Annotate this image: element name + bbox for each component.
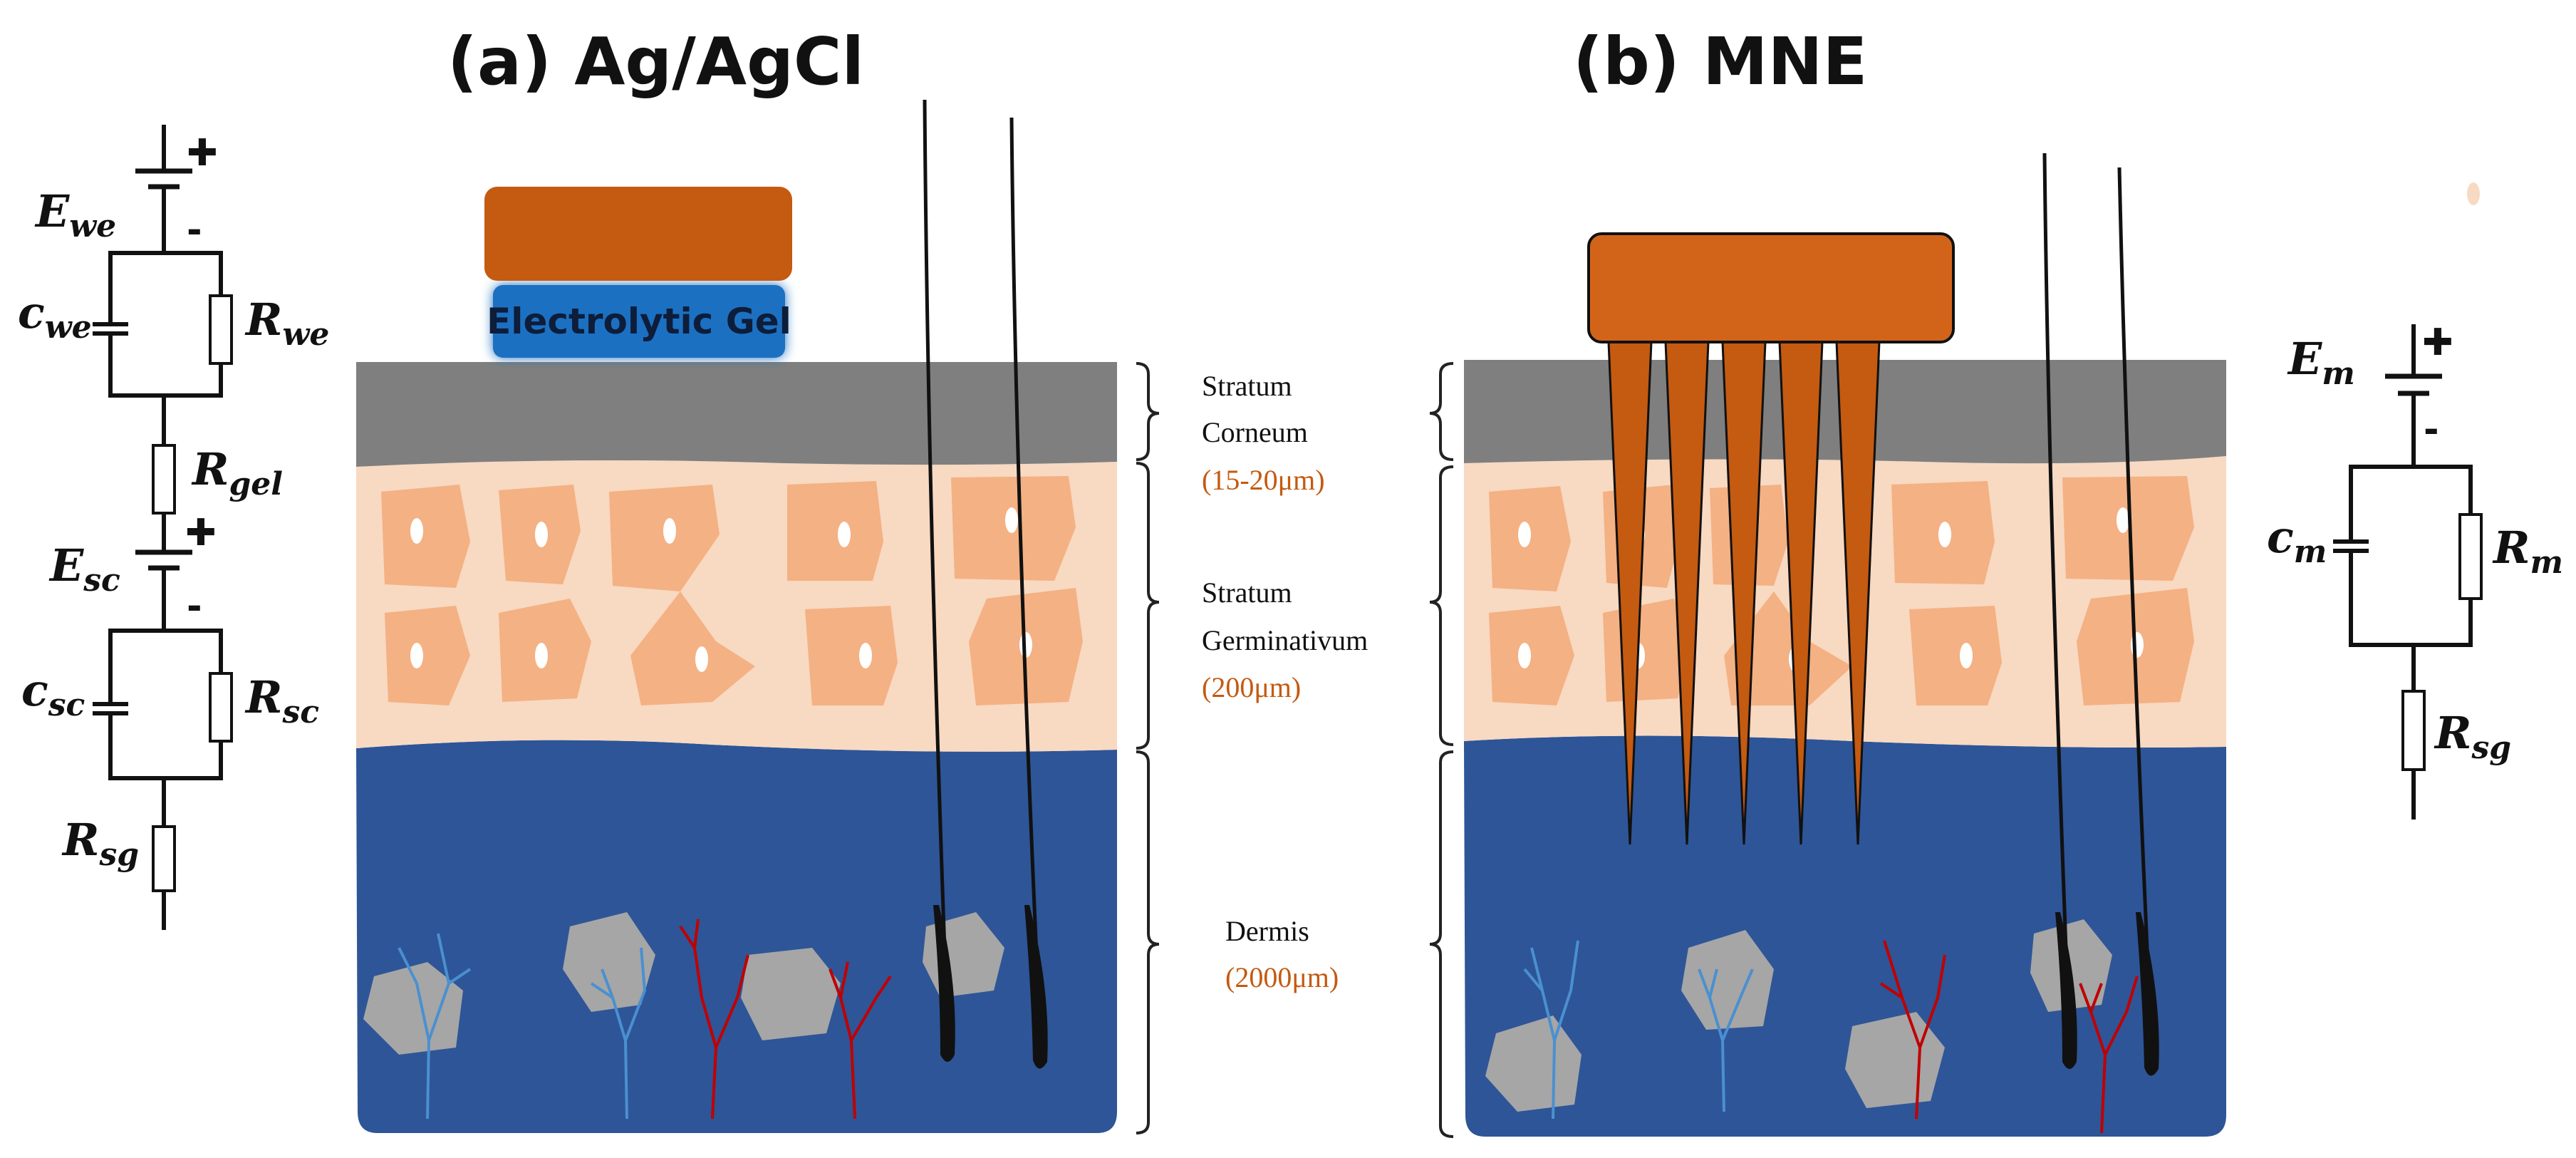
ag-agcl-electrode (484, 187, 792, 281)
battery-sc-minus: - (187, 585, 202, 628)
battery-we-minus: - (187, 209, 202, 252)
label-c-sc: csc (21, 664, 85, 723)
label-E-sc: Esc (48, 539, 120, 599)
circuit-b: ✚ - Em cm Rm Rsg (2267, 321, 2563, 820)
blood-vessels-a (398, 919, 892, 1120)
label-R-m: Rm (2492, 522, 2563, 581)
panel-b-skin (1464, 152, 2226, 1137)
label-E-we: Ewe (34, 185, 116, 244)
gel-label: Electrolytic Gel (487, 301, 791, 342)
layer-braces-a (1136, 362, 1160, 1134)
battery-m-plus: ✚ (2422, 321, 2453, 364)
hair-b (2042, 152, 2159, 1076)
panel-a-title: (a) Ag/AgCl (447, 24, 864, 100)
stratum-corneum-layer-a (356, 362, 1117, 467)
electrolytic-gel (493, 285, 785, 358)
label-R-sg-a: Rsg (61, 814, 139, 873)
dermis-layer-a (356, 740, 1117, 1133)
circuit-a: ✚ - Ewe cwe Rwe Rgel ✚ - Esc csc Rsc (18, 125, 329, 930)
label-R-sg-b: Rsg (2434, 707, 2511, 766)
label-c-we: cwe (18, 286, 92, 346)
label-R-we: Rwe (244, 294, 329, 353)
panel-b-title: (b) MNE (1573, 24, 1867, 100)
label-R-sc: Rsc (244, 671, 319, 730)
label-R-gel: Rgel (191, 443, 283, 502)
label-E-m: Em (2287, 333, 2355, 392)
decorative-dot (2467, 182, 2480, 205)
microneedle-electrode (1587, 232, 1955, 845)
label-c-m: cm (2267, 511, 2327, 570)
blood-vessels-b (1523, 940, 2139, 1134)
layer-stratum-germinativum-line2: Germinativum (1202, 624, 1368, 656)
layer-dermis-thickness: (2000μm) (1225, 961, 1339, 993)
layer-stratum-corneum-line1: Stratum (1202, 370, 1292, 402)
panel-a-skin: Electrolytic Gel (356, 99, 1117, 1133)
layer-dermis-name: Dermis (1225, 915, 1309, 947)
layer-stratum-corneum-line2: Corneum (1202, 416, 1308, 448)
battery-sc-plus: ✚ (185, 512, 217, 554)
layer-stratum-germinativum-thickness: (200μm) (1202, 671, 1301, 703)
hair-a (923, 99, 1048, 1069)
battery-we-plus: ✚ (187, 132, 218, 175)
adipocytes-b (1485, 919, 2112, 1112)
layer-stratum-germinativum-line1: Stratum (1202, 577, 1292, 609)
battery-m-minus: - (2424, 408, 2439, 451)
layer-stratum-corneum-thickness: (15-20μm) (1202, 464, 1325, 496)
layer-braces-b (1429, 362, 1454, 1138)
dermis-layer-b (1464, 735, 2226, 1137)
layer-labels: Stratum Corneum (15-20μm) Stratum Germin… (1202, 370, 1368, 993)
